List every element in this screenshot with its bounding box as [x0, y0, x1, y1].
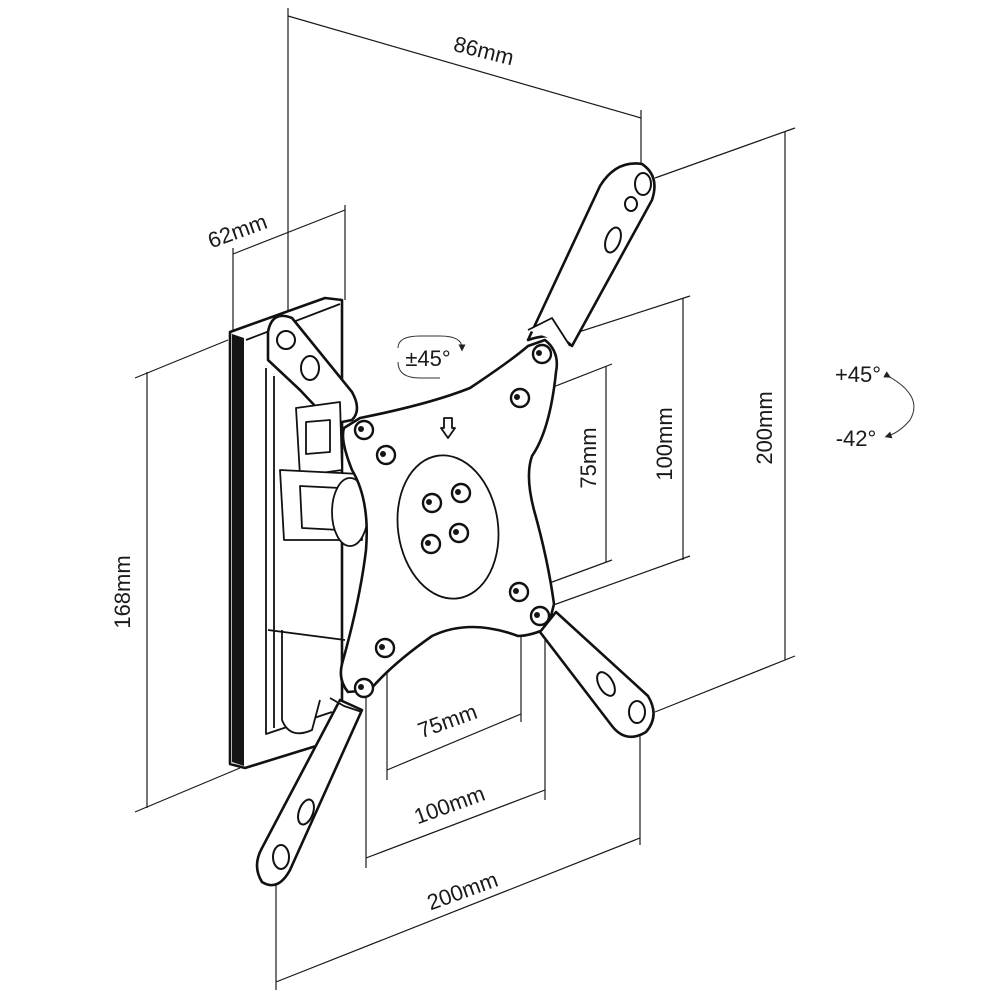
height-wallplate-label: 168mm	[110, 555, 135, 628]
vesa-200-height-label: 200mm	[752, 391, 777, 464]
tilt-up-label: +45°	[835, 362, 881, 387]
rotation-indicator	[397, 335, 466, 379]
vesa-75-height-label: 75mm	[576, 427, 601, 488]
depth-max-label: 86mm	[451, 31, 516, 70]
vesa-75-width-label: 75mm	[414, 699, 480, 743]
vesa-plate	[255, 162, 656, 887]
tilt-indicator	[883, 371, 915, 439]
vesa-100-height-label: 100mm	[652, 407, 677, 480]
tilt-down-label: -42°	[836, 426, 877, 451]
rotation-label: ±45°	[405, 346, 450, 371]
dimension-lines	[134, 8, 796, 990]
tilt-arm-assembly	[266, 314, 369, 547]
mounting-holes	[353, 343, 553, 699]
vesa-100-width-label: 100mm	[411, 781, 488, 830]
depth-min-label: 62mm	[204, 209, 270, 253]
